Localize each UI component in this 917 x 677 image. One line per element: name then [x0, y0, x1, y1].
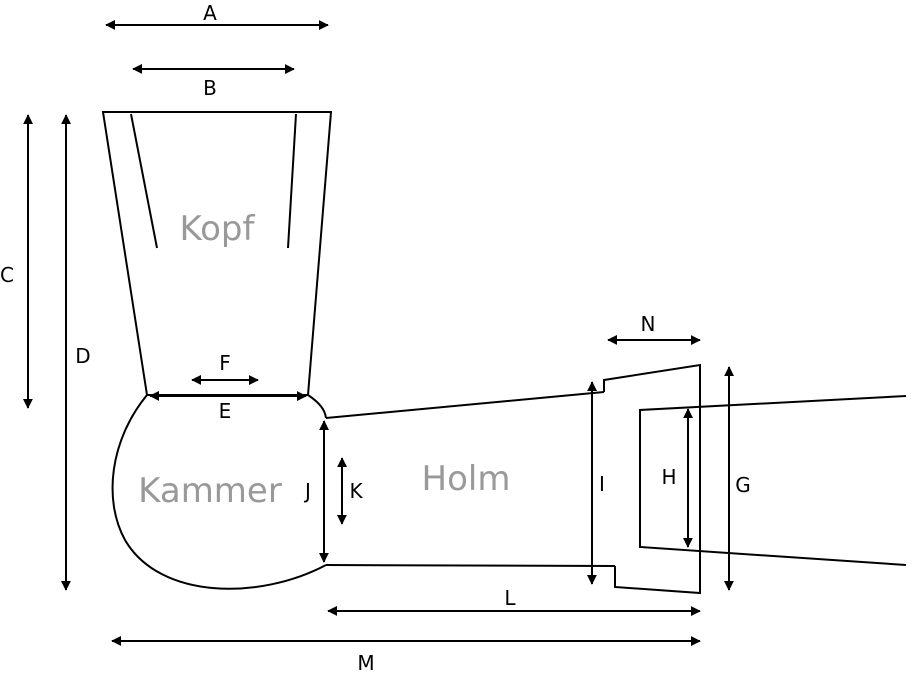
dim-label-g: G: [735, 473, 751, 497]
dimension-arrows: [28, 25, 729, 641]
kammer-outline: [111, 394, 327, 590]
dim-label-h: H: [661, 465, 676, 489]
dim-label-n: N: [641, 312, 656, 336]
dim-label-b: B: [203, 76, 217, 100]
part-labels: Kopf Kammer Holm: [138, 209, 510, 511]
holm-outline: [325, 363, 907, 595]
dimension-labels: A B C D E F G H I J K L M N: [0, 1, 751, 675]
dim-label-i: I: [599, 472, 605, 496]
dim-label-m: M: [357, 651, 374, 675]
kopf-outline: [101, 111, 333, 396]
dim-label-a: A: [203, 1, 217, 25]
dim-label-c: C: [0, 263, 14, 287]
part-label-kammer: Kammer: [138, 471, 282, 511]
dim-label-d: D: [75, 344, 90, 368]
dim-label-l: L: [504, 586, 516, 610]
dim-label-f: F: [219, 351, 231, 375]
part-label-kopf: Kopf: [180, 209, 256, 249]
part-label-holm: Holm: [422, 459, 511, 499]
dim-label-e: E: [219, 399, 232, 423]
dim-label-j: J: [303, 479, 311, 503]
dim-label-k: K: [349, 479, 363, 503]
